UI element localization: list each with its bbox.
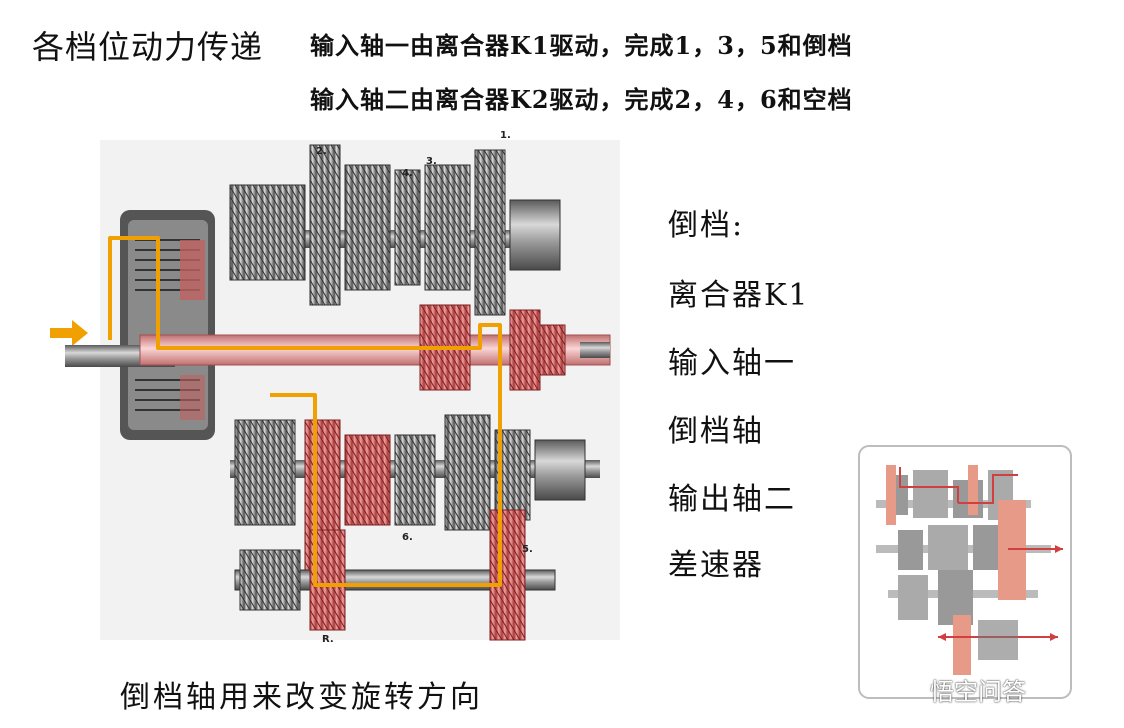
mini-gearbox-schematic (858, 445, 1072, 699)
gearbox-cutaway-diagram: 1. 2. 3. 4. 5. 6. R. (50, 130, 620, 645)
clutch-k2-description: 输入轴二由离合器K2驱动，完成2，4，6和空档 (310, 85, 853, 114)
gear-label-3: 3. (426, 156, 437, 167)
clutch-k1-description: 输入轴一由离合器K1驱动，完成1，3，5和倒档 (310, 31, 853, 60)
reverse-step-differential: 差速器 (668, 548, 764, 583)
diagram-caption: 倒档轴用来改变旋转方向 (120, 680, 483, 715)
gear-label-4: 4. (402, 168, 413, 179)
gear-label-5: 5. (522, 544, 533, 555)
reverse-power-path (108, 236, 502, 587)
lower-output-shaft (230, 414, 600, 591)
input-arrow-icon (50, 320, 88, 346)
reverse-heading: 倒档: (668, 208, 745, 243)
reverse-step-output-shaft-two: 输出轴二 (668, 482, 796, 517)
gear-label-6: 6. (402, 532, 413, 543)
gear-label-2: 2. (316, 146, 327, 157)
upper-output-shaft (229, 144, 561, 316)
gear-label-1: 1. (500, 130, 511, 141)
reverse-step-input-shaft-one: 输入轴一 (668, 346, 796, 381)
reverse-step-clutch-k1: 离合器K1 (668, 278, 810, 313)
gear-label-reverse: R. (322, 634, 334, 645)
page-title: 各档位动力传递 (32, 28, 264, 66)
input-shaft-gear-b (509, 309, 541, 391)
reverse-step-reverse-shaft: 倒档轴 (668, 414, 764, 449)
dual-clutch-housing (120, 210, 215, 440)
watermark-logo: 悟空问答 (930, 678, 1026, 706)
